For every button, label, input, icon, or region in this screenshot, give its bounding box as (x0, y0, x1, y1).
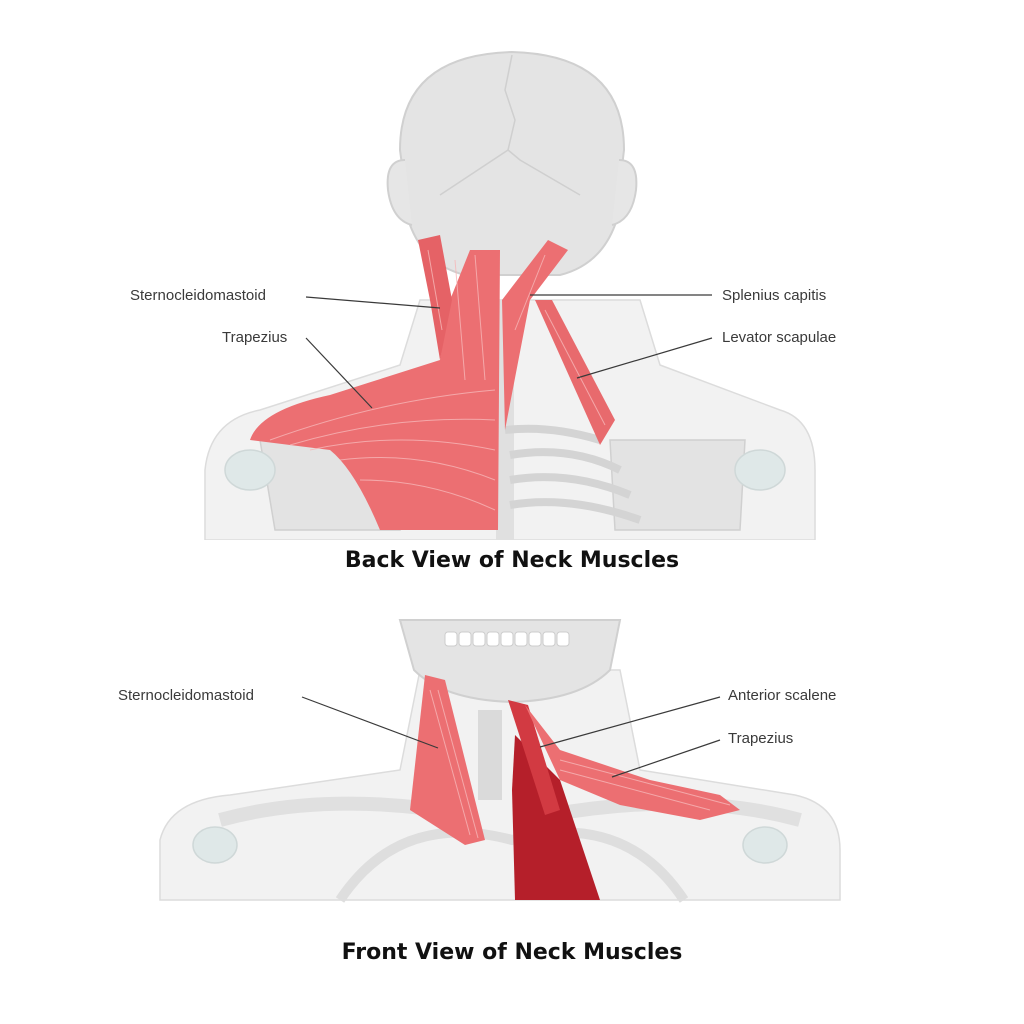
back-leader-sternocleidomastoid (305, 296, 441, 309)
front-trapezius-muscle (525, 705, 740, 820)
back-levator-scapulae-muscle (535, 300, 615, 445)
front-view-panel: Sternocleidomastoid Anterior scalene Tra… (0, 610, 1024, 1024)
front-anterior-scalene-muscle (508, 700, 560, 815)
label-trapezius-back: Trapezius (222, 329, 288, 346)
back-trapezius-muscle (250, 250, 500, 530)
back-view-caption: Back View of Neck Muscles (344, 548, 680, 573)
front-leader-anterior-scalene (539, 696, 721, 748)
label-sternocleidomastoid-back: Sternocleidomastoid (130, 287, 266, 304)
front-sternocleidomastoid-muscle (410, 675, 485, 845)
label-anterior-scalene: Anterior scalene (728, 687, 837, 704)
back-view-illustration (204, 50, 816, 540)
front-left-humeral-head (192, 826, 238, 864)
back-right-ear (611, 159, 638, 226)
back-muscle-fibres (269, 249, 606, 511)
back-left-humeral-head (224, 449, 276, 491)
label-levator-scapulae: Levator scapulae (722, 329, 837, 346)
back-skull (398, 50, 626, 276)
back-leader-trapezius (305, 337, 373, 409)
back-splenius-capitis-muscle (502, 240, 568, 430)
label-splenius-capitis: Splenius capitis (722, 287, 827, 304)
label-sternocleidomastoid-front: Sternocleidomastoid (118, 687, 254, 704)
front-leader-sternocleidomastoid (301, 696, 439, 749)
front-ribcage (335, 827, 689, 903)
front-teeth (444, 631, 570, 647)
back-skull-suture (439, 54, 581, 196)
front-view-illustration (159, 619, 841, 903)
back-view-panel: Sternocleidomastoid Trapezius Splenius c… (130, 50, 837, 573)
front-leader-trapezius (611, 739, 721, 778)
back-sternocleidomastoid-muscle (418, 235, 452, 360)
front-right-humeral-head (742, 826, 788, 864)
back-right-humeral-head (734, 449, 786, 491)
front-view-caption: Front View of Neck Muscles (341, 940, 683, 965)
back-left-ear (386, 159, 413, 226)
back-right-scapula (609, 439, 746, 531)
back-leader-levator-scapulae (576, 337, 713, 379)
back-ribs (504, 424, 642, 524)
label-trapezius-front: Trapezius (728, 730, 794, 747)
front-muscle-fibres (429, 689, 731, 839)
